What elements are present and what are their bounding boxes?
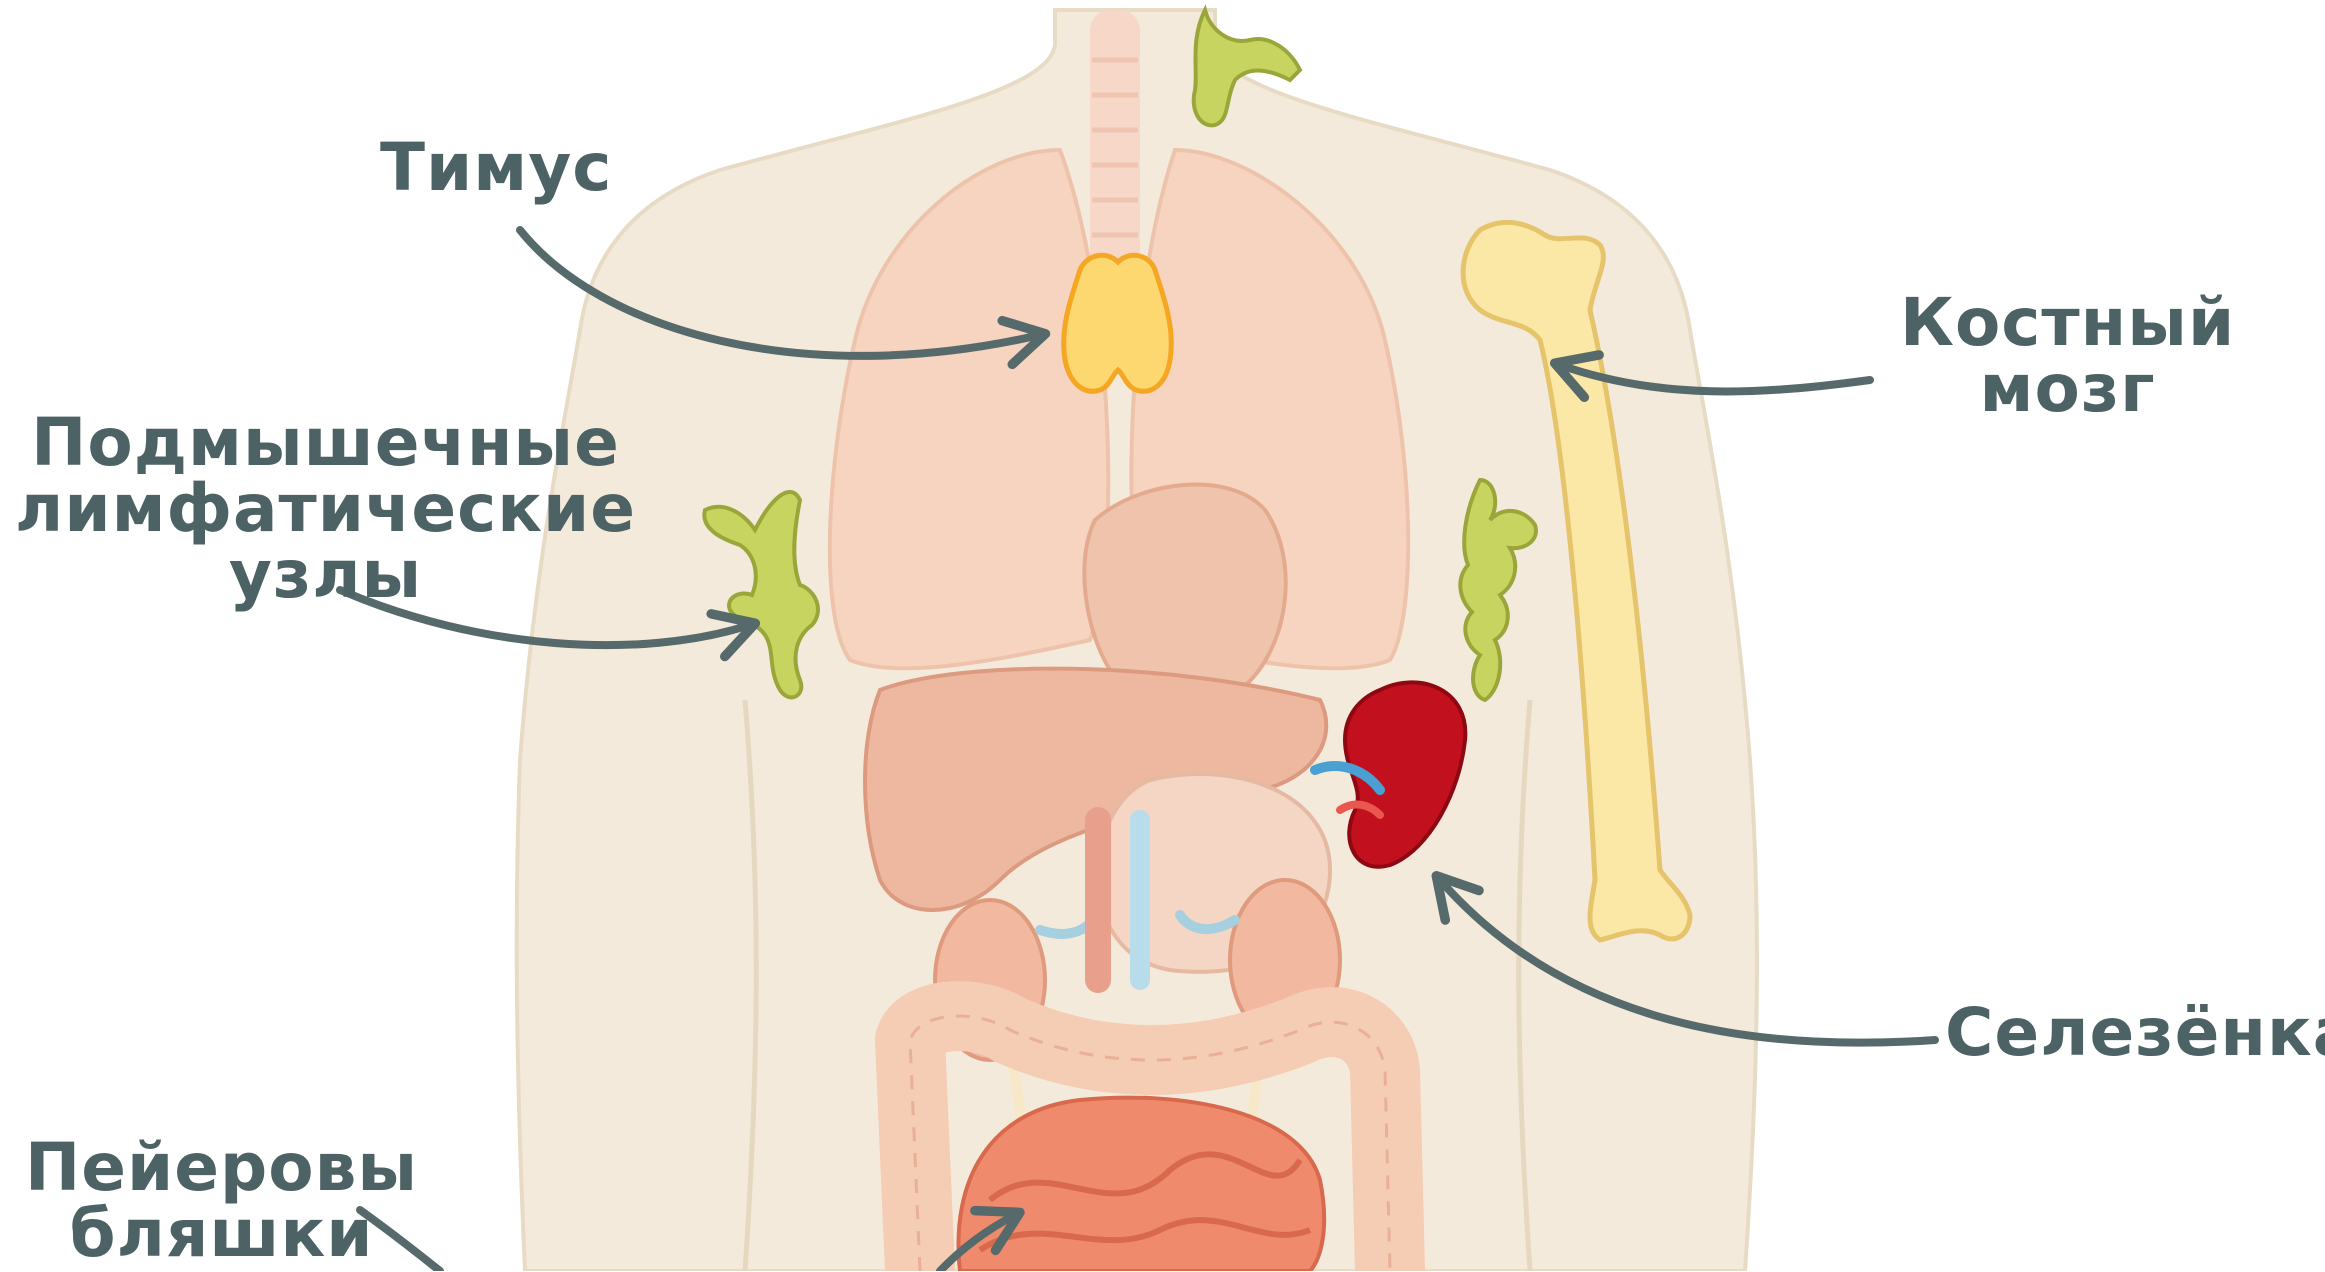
thymus-label-line-1: Тимус [380,135,612,201]
axillary-nodes-label-line-2: лимфатические [15,476,636,542]
bone-marrow-label: Костный мозг [1900,290,2235,422]
axillary-nodes-label-line-3: узлы [15,542,636,608]
peyer-patches-label-line-2: бляшки [25,1201,418,1267]
axillary-nodes-label-line-1: Подмышечные [15,410,636,476]
peyer-patches-label: Пейеровы бляшки [25,1135,418,1267]
bone-marrow-label-line-1: Костный [1900,290,2235,356]
spleen-label-line-1: Селезёнка [1945,1000,2325,1066]
peyer-patches-label-line-1: Пейеровы [25,1135,418,1201]
axillary-nodes-label: Подмышечные лимфатические узлы [15,410,636,608]
spleen-label: Селезёнка [1945,1000,2325,1066]
bone-marrow-label-line-2: мозг [1900,356,2235,422]
thymus-label: Тимус [380,135,612,201]
thymus-organ [1064,255,1172,391]
